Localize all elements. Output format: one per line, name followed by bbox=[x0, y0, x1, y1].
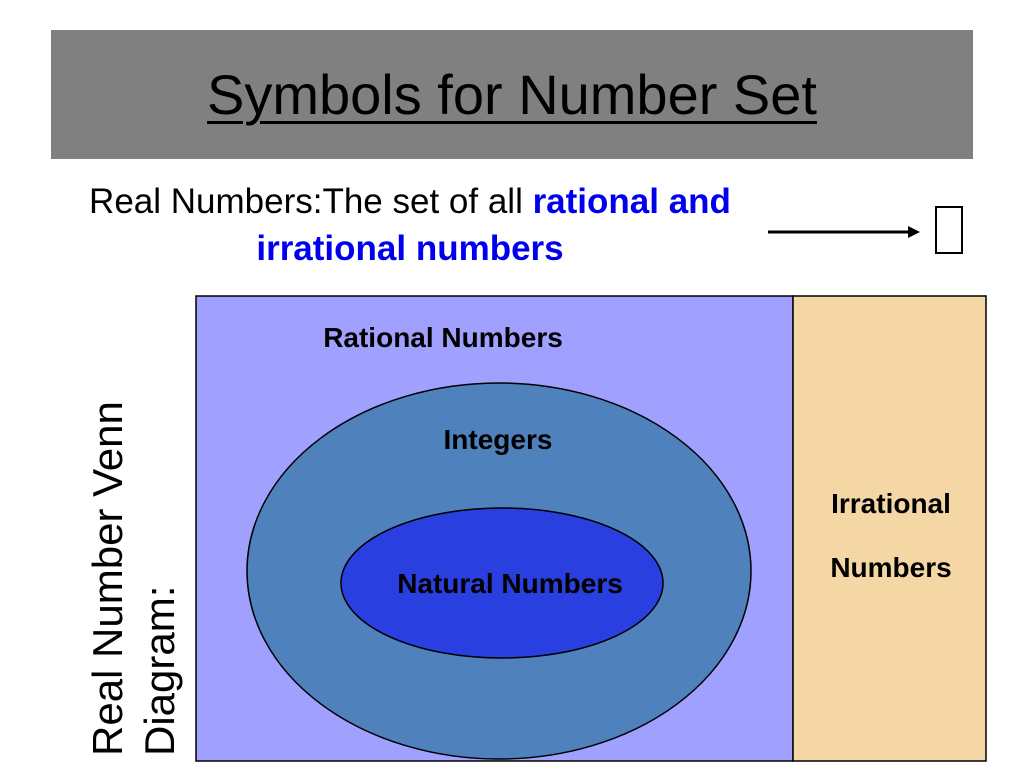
natural-region bbox=[340, 507, 664, 659]
definition-prefix: Real Numbers:The set of all bbox=[89, 182, 533, 221]
irrational-region bbox=[792, 295, 987, 762]
definition-text: Real Numbers:The set of all rational and… bbox=[40, 178, 780, 272]
irrational-numbers-label: Irrational Numbers bbox=[830, 488, 952, 583]
arrow-icon bbox=[768, 226, 920, 238]
slide-title: Symbols for Number Set bbox=[207, 63, 817, 126]
title-bar: Symbols for Number Set bbox=[51, 30, 973, 159]
missing-glyph-box-icon bbox=[935, 206, 963, 254]
rational-numbers-label: Rational Numbers bbox=[323, 322, 563, 353]
integers-label: Integers bbox=[443, 424, 553, 455]
definition-emphasis: rational and irrational numbers bbox=[256, 182, 731, 268]
natural-numbers-label: Natural Numbers bbox=[397, 568, 623, 599]
